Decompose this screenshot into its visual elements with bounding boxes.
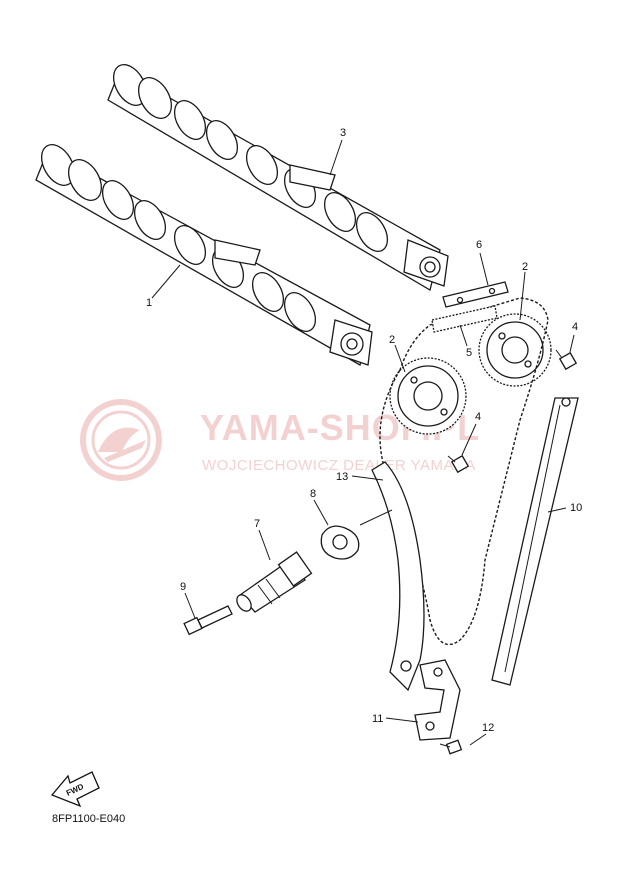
callout-8: 8 [310, 488, 316, 500]
cam-sprocket-left [389, 357, 467, 435]
callout-2-left: 2 [389, 334, 395, 346]
callout-4-right: 4 [572, 321, 578, 333]
callout-6: 6 [476, 239, 482, 251]
callout-1: 1 [146, 297, 152, 309]
camshaft-exhaust [107, 64, 449, 292]
chain-guide-top [442, 281, 509, 308]
tensioner-gasket [320, 525, 360, 560]
cam-lobes-lower [40, 144, 317, 332]
callout-9: 9 [180, 581, 186, 593]
cam-chain-tensioner [236, 551, 313, 613]
chain-tensioner-guide [371, 461, 425, 692]
camshaft-intake [35, 144, 373, 366]
callout-13: 13 [336, 471, 348, 483]
bolt-sprocket-right [555, 349, 578, 371]
callouts: 1 2 2 3 4 4 5 6 7 8 9 10 11 12 13 [146, 127, 582, 734]
cam-sprocket-right [478, 313, 552, 387]
callout-2-right: 2 [522, 261, 528, 273]
callout-12: 12 [482, 722, 494, 734]
leader-lines [151, 139, 575, 746]
bolt-tensioner [183, 605, 233, 636]
watermark: YAMA-SHOP.PL WOJCIECHOWICZ DEALER YAMAHA [80, 399, 479, 481]
callout-5: 5 [466, 347, 472, 359]
callout-10: 10 [570, 502, 582, 514]
callout-11: 11 [372, 713, 383, 725]
cam-lobes-upper [112, 64, 389, 252]
chain-guide-rear [491, 397, 579, 686]
bolt-bracket [439, 739, 463, 755]
forward-arrow-icon: FWD [50, 771, 100, 808]
callout-7: 7 [254, 518, 260, 530]
bolt-sprocket-left [447, 454, 470, 474]
callout-4-left: 4 [475, 411, 481, 423]
guide-bracket [414, 659, 461, 741]
watermark-logo-icon [80, 399, 162, 481]
diagram-code: 8FP1100-E040 [52, 813, 125, 825]
watermark-subtitle: WOJCIECHOWICZ DEALER YAMAHA [202, 457, 476, 474]
callout-3: 3 [340, 127, 346, 139]
